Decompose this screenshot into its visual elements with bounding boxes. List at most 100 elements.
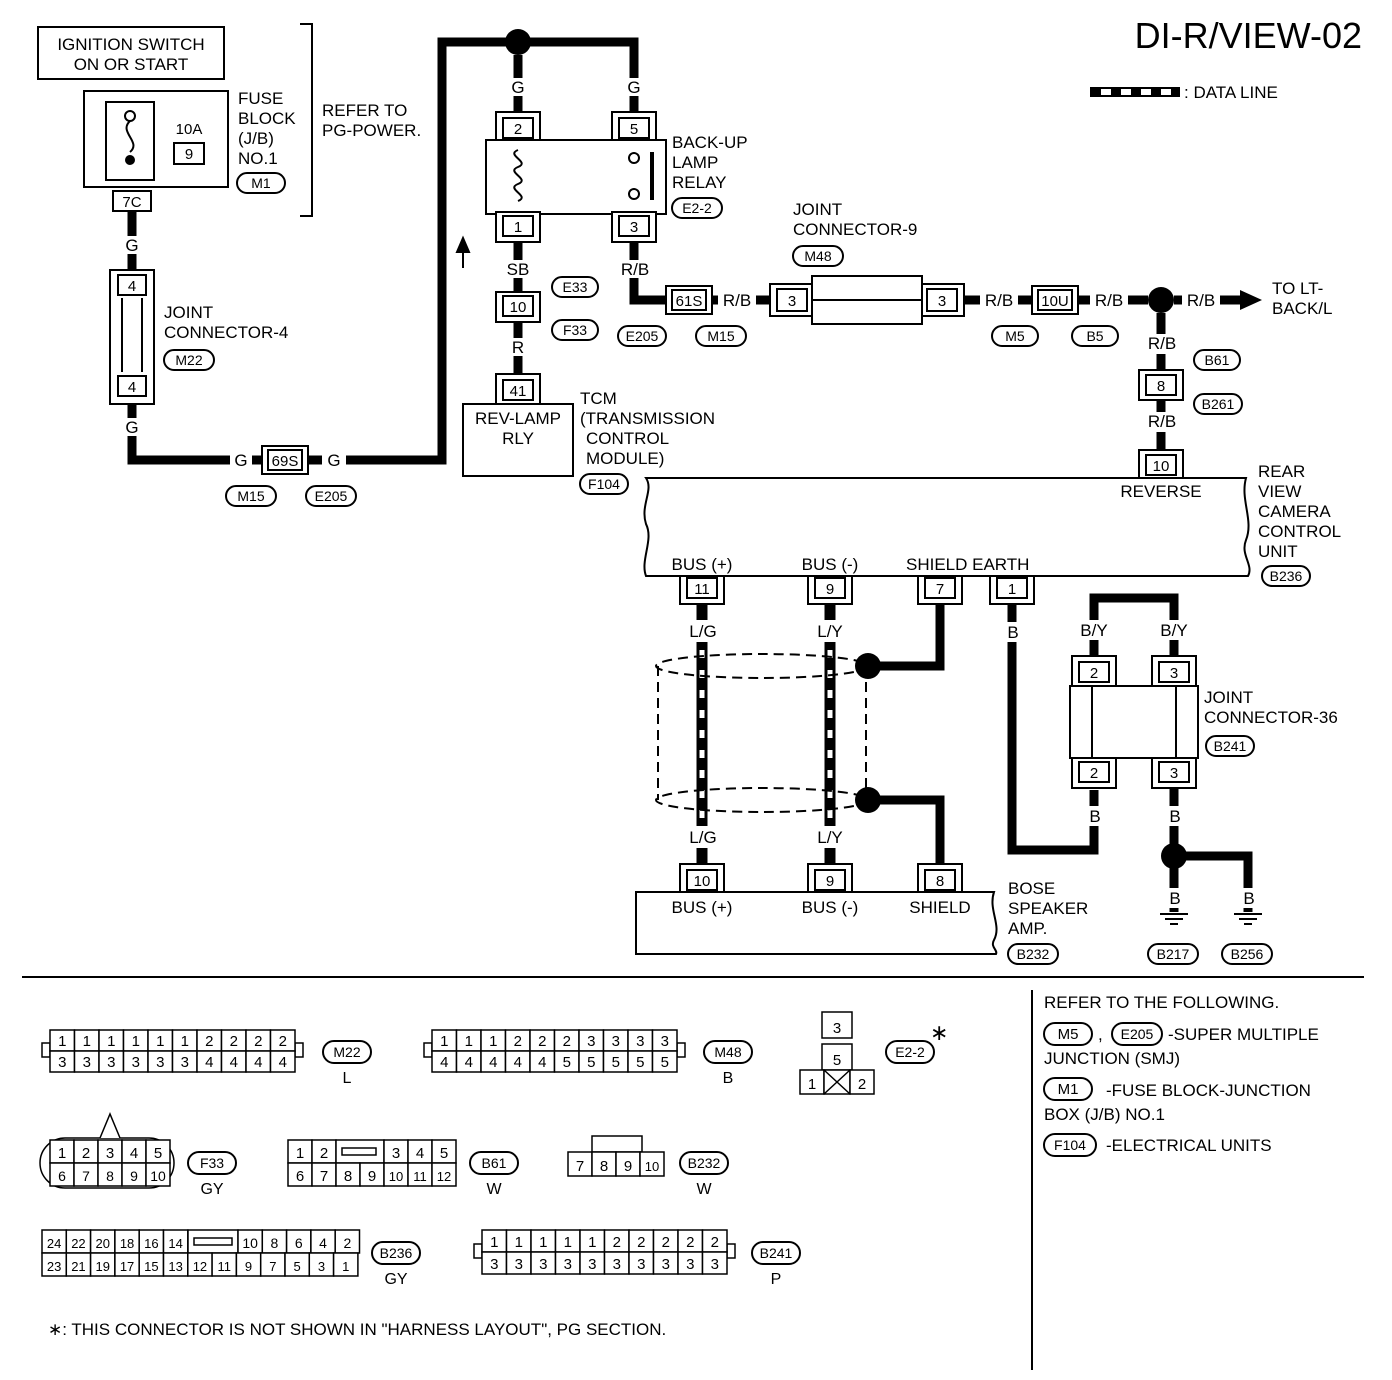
pin-cell (799, 1069, 825, 1095)
pin-label: 5 (612, 1054, 620, 1071)
pin-label: 13 (168, 1259, 182, 1274)
svg-text:BUS (+): BUS (+) (672, 555, 733, 574)
svg-text:SHIELD: SHIELD (909, 898, 970, 917)
svg-text:R/B: R/B (1148, 334, 1176, 353)
pin-label: 2 (279, 1033, 287, 1050)
pin-label: 9 (245, 1259, 252, 1274)
svg-text:B: B (1243, 889, 1254, 908)
svg-text:: DATA LINE: : DATA LINE (1184, 83, 1278, 102)
svg-text:10: 10 (1153, 458, 1170, 475)
pin-label: 1 (107, 1033, 115, 1050)
svg-text:B/Y: B/Y (1080, 621, 1107, 640)
pin-label: 3 (662, 1256, 670, 1273)
svg-text:RLY: RLY (502, 429, 534, 448)
connector-color: P (771, 1271, 782, 1288)
svg-text:F104: F104 (1054, 1137, 1086, 1153)
pin-label: 3 (132, 1054, 140, 1071)
pin-cell (145, 1162, 171, 1187)
svg-text:1: 1 (514, 219, 522, 236)
svg-text:3: 3 (1170, 665, 1178, 682)
svg-text:E33: E33 (563, 279, 588, 295)
svg-text:9: 9 (826, 581, 834, 598)
pin-label: 3 (490, 1256, 498, 1273)
svg-text:JOINT: JOINT (793, 200, 842, 219)
pin-label: 4 (319, 1235, 327, 1251)
svg-text:9: 9 (826, 873, 834, 890)
splice-node (1148, 287, 1174, 313)
pin-cell (849, 1069, 875, 1095)
connector-tag (885, 1040, 935, 1064)
pin-label: 3 (106, 1145, 114, 1162)
svg-text:CONNECTOR-36: CONNECTOR-36 (1204, 708, 1338, 727)
pin-label: 1 (181, 1033, 189, 1050)
pin-label: 1 (58, 1145, 66, 1162)
pin-label: 4 (254, 1054, 262, 1071)
connector-color: W (696, 1181, 712, 1198)
svg-text:M15: M15 (707, 328, 734, 344)
lock-icon (341, 1147, 377, 1156)
svg-text:B: B (1169, 889, 1180, 908)
pin-label: 18 (120, 1236, 134, 1251)
svg-text:7: 7 (936, 581, 944, 598)
svg-text:M5: M5 (1005, 328, 1025, 344)
pin-label: 3 (156, 1054, 164, 1071)
connector-color: GY (200, 1181, 223, 1198)
pin-label: 3 (613, 1256, 621, 1273)
svg-text:PG-POWER.: PG-POWER. (322, 121, 421, 140)
ground-icon: B256 (1221, 913, 1273, 965)
page-title: DI-R/VIEW-02 (1135, 15, 1362, 56)
svg-text:B256: B256 (1231, 946, 1264, 962)
pin-label: 3 (83, 1054, 91, 1071)
svg-text:E2-2: E2-2 (682, 200, 712, 216)
svg-text:SB: SB (507, 260, 530, 279)
bose-speaker-amp: 10 9 8 BUS (+) BUS (-) SHIELD BOSE SPEAK… (635, 863, 1088, 965)
svg-text:5: 5 (630, 121, 638, 138)
pin-label: 3 (661, 1033, 669, 1050)
svg-text:E205: E205 (626, 328, 659, 344)
pin-label: 8 (271, 1235, 279, 1251)
pin-label: 20 (96, 1236, 110, 1251)
pin-cell (821, 1011, 853, 1039)
connector-e33: 10 E33 F33 (495, 276, 599, 341)
pin-label: 4 (416, 1145, 424, 1162)
footnote: ∗: THIS CONNECTOR IS NOT SHOWN IN "HARNE… (48, 1320, 666, 1339)
pin-label: 10 (242, 1235, 258, 1251)
pin-label: 3 (515, 1256, 523, 1273)
connector-tag (469, 1151, 519, 1175)
pin-label: 5 (661, 1054, 669, 1071)
pin-label: 8 (600, 1158, 608, 1175)
svg-text:B: B (1169, 807, 1180, 826)
pin-label: 4 (230, 1054, 238, 1071)
pin-label: 5 (440, 1145, 448, 1162)
pin-label: 7 (269, 1259, 276, 1274)
svg-text:-SUPER MULTIPLE: -SUPER MULTIPLE (1168, 1025, 1319, 1044)
svg-text:ON OR START: ON OR START (74, 55, 189, 74)
pin-label: 2 (514, 1033, 522, 1050)
cross-icon (823, 1069, 851, 1095)
svg-text:CONTROL: CONTROL (1258, 522, 1341, 541)
lock-icon (193, 1237, 233, 1246)
connector-name: B232 (688, 1155, 721, 1171)
pin-label: 9 (624, 1158, 632, 1175)
pin-label: 16 (144, 1236, 158, 1251)
connector-tag (371, 1241, 421, 1265)
latch (726, 1243, 736, 1259)
key-icon (99, 1112, 121, 1139)
svg-text:M22: M22 (175, 352, 202, 368)
svg-text:3: 3 (788, 293, 796, 310)
pin-label: 11 (218, 1259, 232, 1274)
svg-text:CONNECTOR-4: CONNECTOR-4 (164, 323, 288, 342)
pin-label: 14 (168, 1236, 182, 1251)
connector-color: GY (384, 1271, 407, 1288)
pin-cell (701, 1251, 728, 1275)
svg-text:G: G (125, 236, 138, 255)
pin-label: 7 (320, 1168, 328, 1185)
pin-label: 9 (368, 1168, 376, 1185)
svg-text:B261: B261 (1202, 396, 1235, 412)
